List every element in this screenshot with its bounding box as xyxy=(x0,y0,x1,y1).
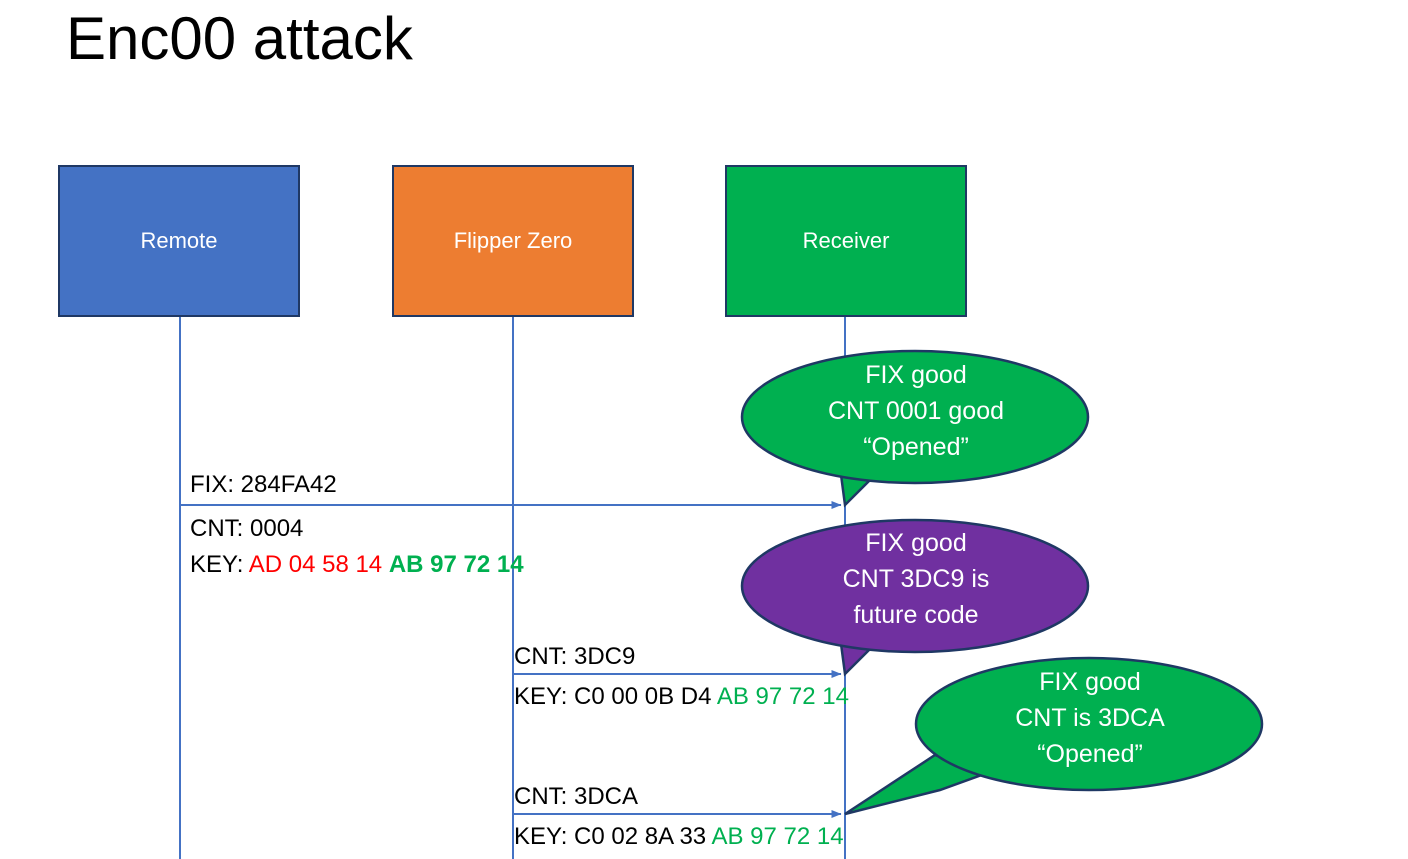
speech-bubble-3-line3: “Opened” xyxy=(1037,740,1143,768)
message-1-fix: FIX: 284FA42 xyxy=(190,471,337,498)
message-2-key-label: KEY: xyxy=(514,683,568,710)
message-3-key-plain: C0 02 8A 33 xyxy=(574,823,707,850)
message-3-key: KEY: C0 02 8A 33 AB 97 72 14 xyxy=(514,820,844,853)
speech-bubble-1-line2: CNT 0001 good xyxy=(827,397,1005,425)
speech-bubble-2-line1: FIX good xyxy=(865,529,967,557)
message-1-key: KEY: AD 04 58 14 AB 97 72 14 xyxy=(190,548,524,581)
message-1-key-label: KEY: xyxy=(190,551,244,578)
actor-box-receiver[interactable]: Receiver xyxy=(725,165,967,317)
message-3-cnt: CNT: 3DCA xyxy=(514,783,639,810)
speech-bubble-2-line2: CNT 3DC9 is xyxy=(842,565,990,593)
message-1-key-red: AD 04 58 14 xyxy=(248,551,383,578)
actor-box-remote[interactable]: Remote xyxy=(58,165,300,317)
actor-label-receiver: Receiver xyxy=(802,228,890,253)
speech-bubble-2-line3: future code xyxy=(853,601,979,629)
message-3-key-green: AB 97 72 14 xyxy=(711,823,844,850)
speech-bubble-1-line1: FIX good xyxy=(865,361,967,389)
message-3-key-label: KEY: xyxy=(514,823,568,850)
speech-bubble-3-line1: FIX good xyxy=(1039,668,1141,696)
speech-bubble-3-line2: CNT is 3DCA xyxy=(1015,704,1165,732)
speech-bubble-1-text: FIX good CNT 0001 good “Opened” xyxy=(766,357,1066,465)
message-2-key-green: AB 97 72 14 xyxy=(716,683,849,710)
message-2-cnt: CNT: 3DC9 xyxy=(514,643,636,670)
speech-bubble-3-text: FIX good CNT is 3DCA “Opened” xyxy=(940,664,1240,772)
speech-bubble-2-text: FIX good CNT 3DC9 is future code xyxy=(766,525,1066,633)
actor-label-remote: Remote xyxy=(140,228,218,253)
message-1-cnt: CNT: 0004 xyxy=(190,515,304,542)
message-1-key-green: AB 97 72 14 xyxy=(388,551,524,578)
actor-label-flipper: Flipper Zero xyxy=(453,228,573,253)
message-2-key-plain: C0 00 0B D4 xyxy=(574,683,712,710)
message-2-key: KEY: C0 00 0B D4 AB 97 72 14 xyxy=(514,680,849,713)
speech-bubble-1-line3: “Opened” xyxy=(863,433,969,461)
lifeline-flipper xyxy=(512,317,514,859)
actor-box-flipper[interactable]: Flipper Zero xyxy=(392,165,634,317)
page-title: Enc00 attack xyxy=(66,5,413,72)
lifeline-remote xyxy=(179,317,181,859)
